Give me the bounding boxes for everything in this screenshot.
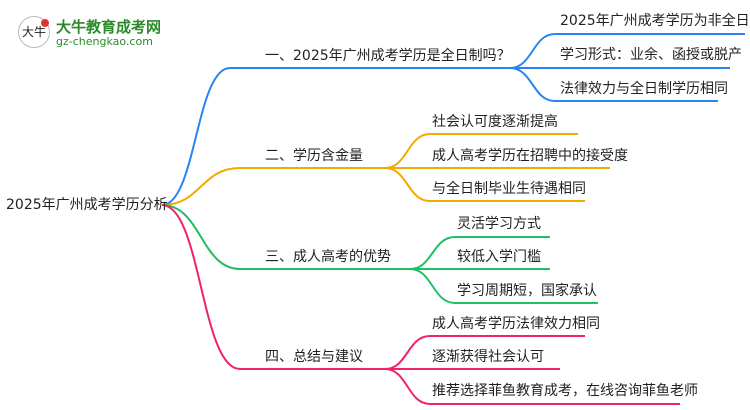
branch-2-leaf-2: 成人高考学历在招聘中的接受度 [432, 148, 628, 164]
branch-2-leaf-3: 与全日制毕业生待遇相同 [432, 181, 586, 197]
branch-3-label: 三、成人高考的优势 [265, 249, 391, 265]
branch-4-leaf-1-line [384, 335, 585, 370]
branch-4-leaf-2: 逐渐获得社会认可 [432, 349, 544, 365]
branch-3-line [161, 204, 410, 270]
branch-1-leaf-1: 2025年广州成考学历为非全日制 [560, 13, 750, 29]
logo: 大牛 大牛教育成考网 gz-chengkao.com [18, 12, 178, 52]
branch-1-leaf-1-line [509, 33, 745, 69]
branch-3-leaf-2: 较低入学门槛 [457, 249, 541, 265]
branch-4-leaf-3-line [384, 368, 680, 405]
branch-1-leaf-3: 法律效力与全日制学历相同 [560, 81, 728, 97]
branch-1-line [161, 67, 510, 206]
branch-1-leaf-2: 学习形式：业余、函授或脱产 [560, 47, 742, 63]
branch-2-leaf-3-line [384, 167, 585, 202]
branch-2-leaf-1-line [384, 133, 578, 169]
branch-1-leaf-3-line [509, 67, 718, 102]
logo-title: 大牛教育成考网 [56, 18, 162, 36]
branch-3-leaf-1-line [409, 236, 550, 270]
branch-3-leaf-3-line [409, 268, 598, 304]
branch-2-label: 二、学历含金量 [265, 148, 363, 164]
branch-3-leaf-1: 灵活学习方式 [457, 216, 541, 232]
branch-4-label: 四、总结与建议 [265, 349, 363, 365]
root-node: 2025年广州成考学历分析 [6, 197, 168, 213]
branch-4-leaf-1: 成人高考学历法律效力相同 [432, 316, 600, 332]
branch-4-line [161, 204, 385, 370]
branch-2-line [161, 167, 385, 206]
branch-4-leaf-3: 推荐选择菲鱼教育成考，在线咨询菲鱼老师 [432, 383, 698, 399]
logo-url: gz-chengkao.com [56, 35, 153, 48]
branch-3-leaf-3: 学习周期短，国家承认 [457, 283, 597, 299]
logo-mark-icon: 大牛 [18, 16, 50, 48]
branch-2-leaf-1: 社会认可度逐渐提高 [432, 114, 558, 130]
branch-1-label: 一、2025年广州成考学历是全日制吗？ [265, 48, 511, 64]
